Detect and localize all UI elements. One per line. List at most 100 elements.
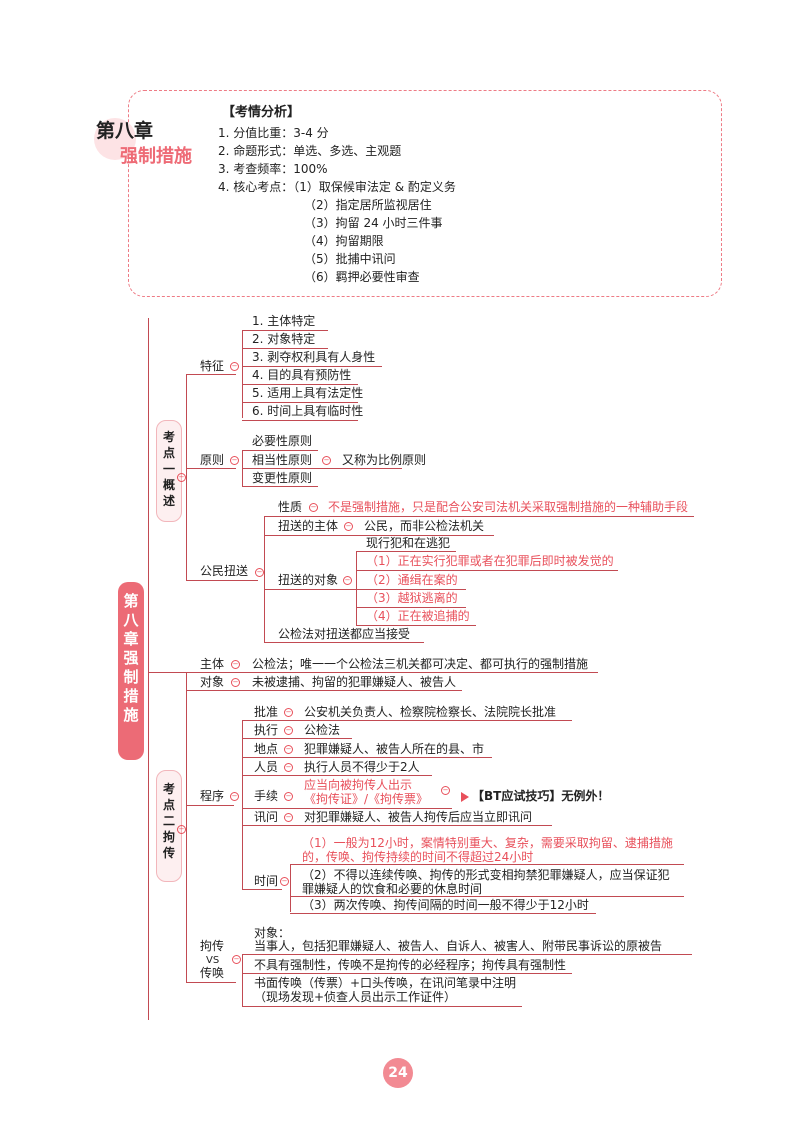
exec-label: 执行 xyxy=(254,723,279,737)
item-underline xyxy=(356,607,466,608)
collapse-icon: − xyxy=(284,813,293,822)
feature-item: 6. 时间上具有临时性 xyxy=(252,404,364,418)
feature-item: 2. 对象特定 xyxy=(252,332,316,346)
vs-written-2: （现场发现+侦查人员出示工作证件） xyxy=(254,990,457,1004)
feature-item: 5. 适用上具有法定性 xyxy=(252,386,364,400)
staff-label: 人员 xyxy=(254,760,279,774)
item-underline xyxy=(290,896,684,897)
place-label: 地点 xyxy=(254,742,279,756)
item-underline xyxy=(242,402,358,403)
item-underline xyxy=(242,954,692,955)
time-label: 时间 xyxy=(254,874,279,888)
analysis-item: 3. 考查频率：100% xyxy=(218,162,328,176)
object-underline xyxy=(264,589,358,590)
vs-force: 不具有强制性，传唤不是拘传的必经程序；拘传具有强制性 xyxy=(254,958,567,972)
procedure-label: 程序 xyxy=(200,789,225,803)
core-point: （4）拘留期限 xyxy=(304,234,384,248)
page-number: 24 xyxy=(388,1065,408,1081)
nature-underline xyxy=(264,516,694,517)
item-underline xyxy=(242,384,358,385)
root-node: 第八章强制措施 xyxy=(118,582,144,760)
procedure-bracket xyxy=(242,720,243,890)
vs-written-1: 书面传唤（传票）+口头传唤，在讯问笔录中注明 xyxy=(254,976,517,990)
item-underline xyxy=(242,330,328,331)
procedure-underline xyxy=(186,805,234,806)
collapse-icon: − xyxy=(177,473,186,482)
kp1-node: 考点一概述 xyxy=(156,420,182,522)
analysis-title: 【考情分析】 xyxy=(222,105,301,120)
item-underline xyxy=(242,468,402,469)
collapse-icon: − xyxy=(232,955,241,964)
analysis-item: 4. 核心考点：（1）取保候审法定 & 酌定义务 xyxy=(218,180,456,194)
proc-label: 手续 xyxy=(254,789,279,803)
kp2-branch-line xyxy=(186,672,187,982)
item-underline xyxy=(242,348,328,349)
vs-bracket xyxy=(242,954,243,1006)
collapse-icon: − xyxy=(322,456,331,465)
kp1-label: 考点一概述 xyxy=(162,430,175,508)
collapse-icon: − xyxy=(284,763,293,772)
collapse-icon: − xyxy=(343,576,352,585)
item-underline xyxy=(242,775,432,776)
vs-object-2: 当事人，包括犯罪嫌疑人、被告人、自诉人、被害人、附带民事诉讼的原被告 xyxy=(254,939,663,953)
flag-icon xyxy=(461,792,469,802)
collapse-icon: − xyxy=(230,792,239,801)
citizen-bracket xyxy=(264,516,265,642)
interrogate-label: 讯问 xyxy=(254,810,279,824)
object-item: （3）越狱逃离的 xyxy=(366,591,458,605)
tip-text: 【BT应试技巧】无例外！ xyxy=(472,789,610,803)
item-underline xyxy=(356,570,618,571)
nature-label: 性质 xyxy=(278,500,303,514)
nature-text: 不是强制措施，只是配合公安司法机关采取强制措施的一种辅助手段 xyxy=(328,500,689,514)
collapse-icon: − xyxy=(284,708,293,717)
kp2-object-text: 未被逮捕、拘留的犯罪嫌疑人、被告人 xyxy=(252,675,457,689)
item-underline xyxy=(242,366,382,367)
kp2-object-label: 对象 xyxy=(200,675,225,689)
interrogate-text: 对犯罪嫌疑人、被告人拘传后应当立即讯问 xyxy=(304,810,533,824)
item-underline xyxy=(242,889,282,890)
kp2-subject-text: 公检法；唯一一个公检法三机关都可决定、都可执行的强制措施 xyxy=(252,657,589,671)
collapse-icon: − xyxy=(284,726,293,735)
subject-underline xyxy=(264,535,494,536)
item-underline xyxy=(242,486,318,487)
accept-text: 公检法对扭送都应当接受 xyxy=(278,627,411,641)
vs-label-3: 传唤 xyxy=(200,966,225,980)
item-underline xyxy=(290,864,684,865)
accept-underline xyxy=(264,642,424,643)
item-underline xyxy=(242,420,358,421)
principles-label: 原则 xyxy=(200,453,225,467)
item-underline xyxy=(290,913,596,914)
place-text: 犯罪嫌疑人、被告人所在的县、市 xyxy=(304,742,485,756)
time-bracket xyxy=(290,864,291,912)
principles-underline xyxy=(186,468,236,469)
features-underline xyxy=(186,374,236,375)
object-item: （4）正在被追捕的 xyxy=(366,609,470,623)
features-label: 特征 xyxy=(200,359,225,373)
chapter-badge-circle xyxy=(94,118,136,160)
collapse-icon: − xyxy=(255,568,264,577)
collapse-icon: − xyxy=(177,825,186,834)
principle-item: 变更性原则 xyxy=(252,471,313,485)
item-underline xyxy=(242,757,492,758)
kp2-subject-underline xyxy=(148,672,598,673)
feature-item: 3. 剥夺权利具有人身性 xyxy=(252,350,376,364)
feature-item: 4. 目的具有预防性 xyxy=(252,368,352,382)
core-point: （5）批捕中讯问 xyxy=(304,252,396,266)
analysis-item: 1. 分值比重：3-4 分 xyxy=(218,126,329,140)
collapse-icon: − xyxy=(344,522,353,531)
time-item-2: （2）不得以连续传唤、拘传的形式变相拘禁犯罪嫌疑人，应当保证犯 xyxy=(302,868,670,882)
time-item-1b: 的，传唤、拘传持续的时间不得超过24小时 xyxy=(302,850,534,864)
principle-note: 又称为比例原则 xyxy=(342,453,427,467)
vs-object-1: 对象： xyxy=(254,926,291,940)
kp2-object-underline xyxy=(186,690,462,691)
page-number-circle xyxy=(383,1058,413,1088)
exec-text: 公检法 xyxy=(304,723,341,737)
item-underline xyxy=(242,808,452,809)
collapse-icon: − xyxy=(284,745,293,754)
kp1-branch-line xyxy=(186,374,187,580)
item-underline xyxy=(242,738,352,739)
object-label: 扭送的对象 xyxy=(278,573,339,587)
analysis-item: 2. 命题形式：单选、多选、主观题 xyxy=(218,144,402,158)
collapse-icon: − xyxy=(280,877,289,886)
object-bracket xyxy=(356,551,357,625)
